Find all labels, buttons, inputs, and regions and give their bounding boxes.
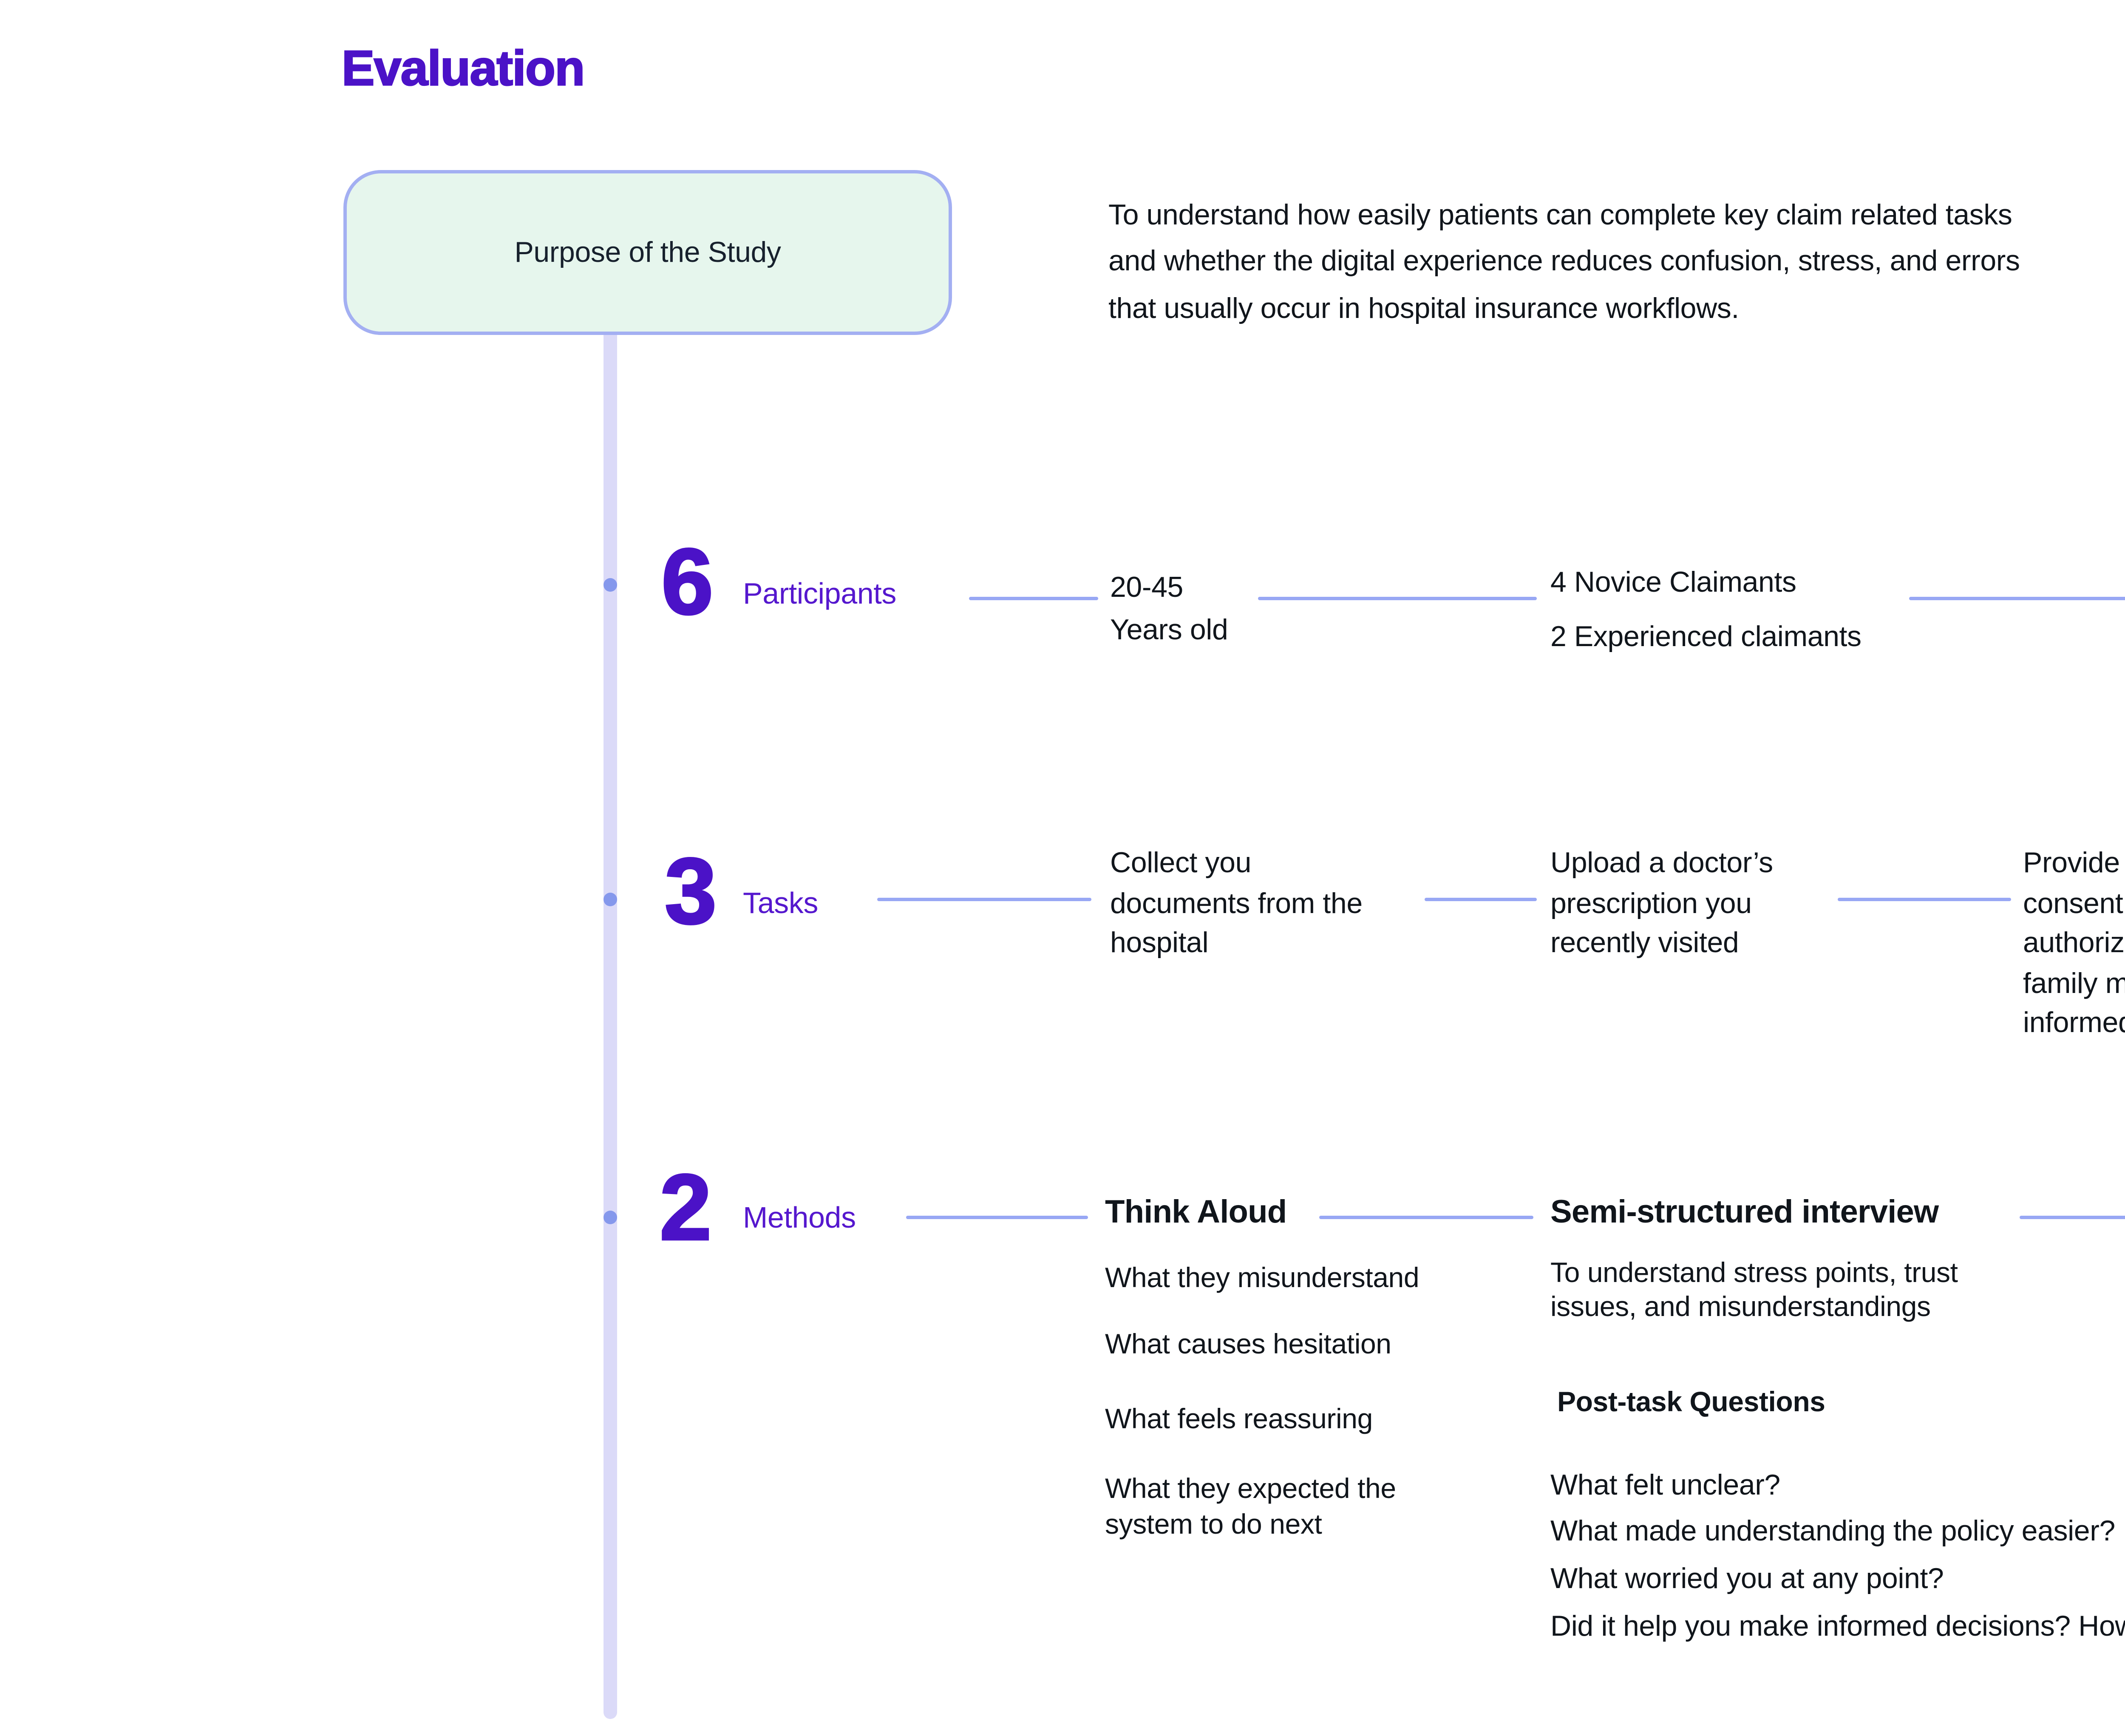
methods-count: 2: [659, 1154, 713, 1260]
task-item-digital-consent: Provide digital consent for pre- authori…: [2023, 847, 2125, 1039]
purpose-box: Purpose of the Study: [343, 170, 952, 335]
task-item-upload-prescription: Upload a doctor’s prescription you recen…: [1550, 847, 1773, 959]
connector-line: [906, 1215, 1088, 1220]
connector-line: [2020, 1215, 2125, 1220]
participants-group-experienced: 2 Experienced claimants: [1550, 621, 1862, 653]
participants-group-novice: 4 Novice Claimants: [1550, 566, 1796, 599]
participants-label: Participants: [743, 576, 896, 610]
think-aloud-item-misunderstand: What they misunderstand: [1105, 1263, 1420, 1294]
interview-description: To understand stress points, trust issue…: [1550, 1258, 1958, 1322]
connector-line: [1425, 897, 1537, 902]
post-task-questions-heading: Post-task Questions: [1557, 1387, 1825, 1418]
timeline-dot-participants: [604, 578, 617, 592]
post-task-question-worried: What worried you at any point?: [1550, 1563, 1944, 1595]
post-task-question-informed-decisions: Did it help you make informed decisions?…: [1550, 1610, 2125, 1642]
post-task-question-unclear: What felt unclear?: [1550, 1469, 1780, 1501]
timeline-dot-methods: [604, 1211, 617, 1224]
connector-line: [1909, 596, 2125, 601]
think-aloud-item-hesitation: What causes hesitation: [1105, 1330, 1391, 1360]
post-task-question-policy-easier: What made understanding the policy easie…: [1550, 1515, 2115, 1547]
tasks-count: 3: [664, 838, 718, 944]
connector-line: [1258, 596, 1537, 601]
purpose-description: To understand how easily patients can co…: [1108, 199, 2020, 325]
timeline-line: [604, 335, 617, 1719]
connector-line: [1838, 897, 2011, 902]
think-aloud-item-expectation: What they expected the system to do next: [1105, 1474, 1396, 1540]
participants-age-range: 20-45 Years old: [1110, 571, 1228, 645]
connector-line: [1319, 1215, 1533, 1220]
purpose-box-label: Purpose of the Study: [514, 235, 781, 268]
methods-label: Methods: [743, 1200, 856, 1234]
participants-count: 6: [660, 529, 714, 634]
interview-heading: Semi-structured interview: [1550, 1195, 1939, 1231]
timeline-dot-tasks: [604, 893, 617, 906]
think-aloud-heading: Think Aloud: [1105, 1195, 1287, 1231]
tasks-label: Tasks: [743, 886, 818, 920]
page-title: Evaluation: [341, 43, 585, 97]
connector-line: [969, 596, 1098, 601]
task-item-collect-documents: Collect you documents from the hospital: [1110, 847, 1363, 959]
connector-line: [877, 897, 1091, 902]
think-aloud-item-reassuring: What feels reassuring: [1105, 1404, 1373, 1435]
